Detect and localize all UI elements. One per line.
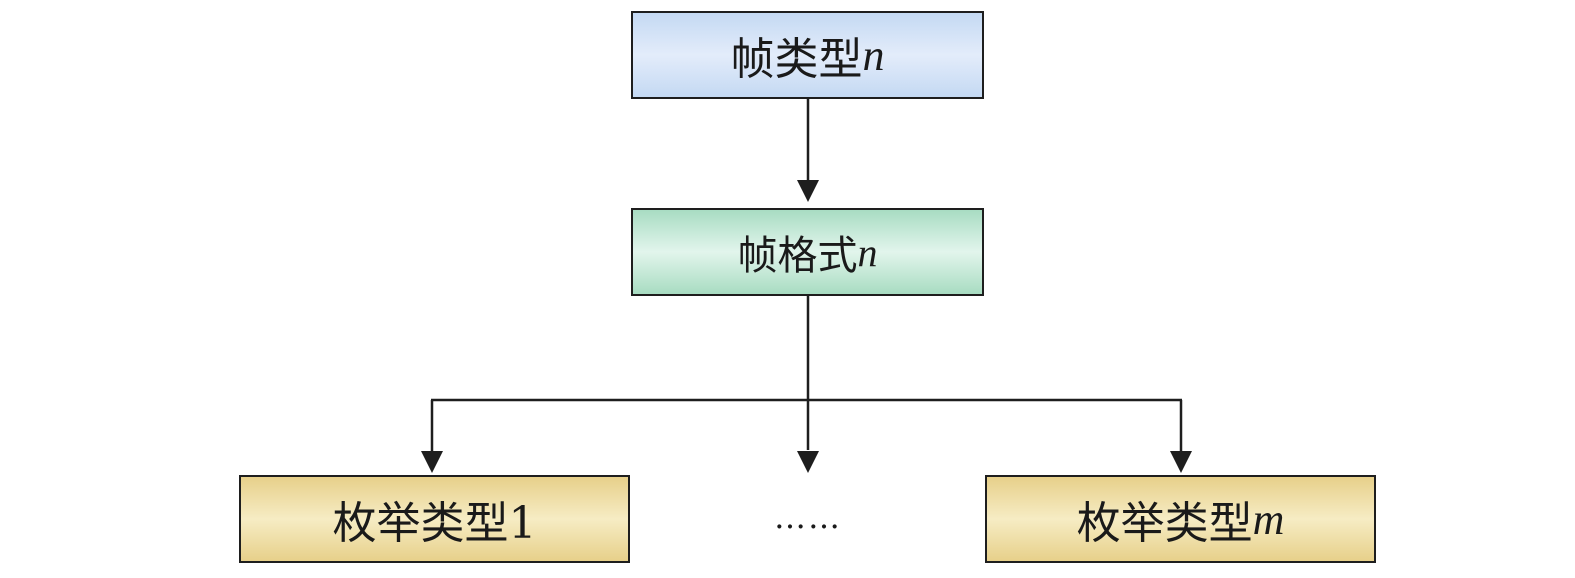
enum-type-first-label: 枚举类型1 — [332, 498, 537, 549]
frame-format-variable: n — [857, 229, 878, 275]
arrowhead-type-to-format — [797, 180, 819, 202]
enum-type-first-node: 枚举类型1 — [239, 475, 630, 563]
frame-type-variable: n — [862, 30, 885, 80]
enum-type-last-label: 枚举类型 — [1076, 498, 1253, 549]
arrowhead-to-ellipsis — [797, 451, 819, 473]
ellipsis-text: …… — [774, 498, 842, 536]
frame-format-label: 帧格式 — [737, 233, 858, 279]
frame-type-label: 帧类型 — [730, 34, 863, 85]
arrowhead-to-enum-first — [421, 451, 443, 473]
enum-type-last-variable: m — [1252, 494, 1285, 544]
arrowhead-to-enum-last — [1170, 451, 1192, 473]
